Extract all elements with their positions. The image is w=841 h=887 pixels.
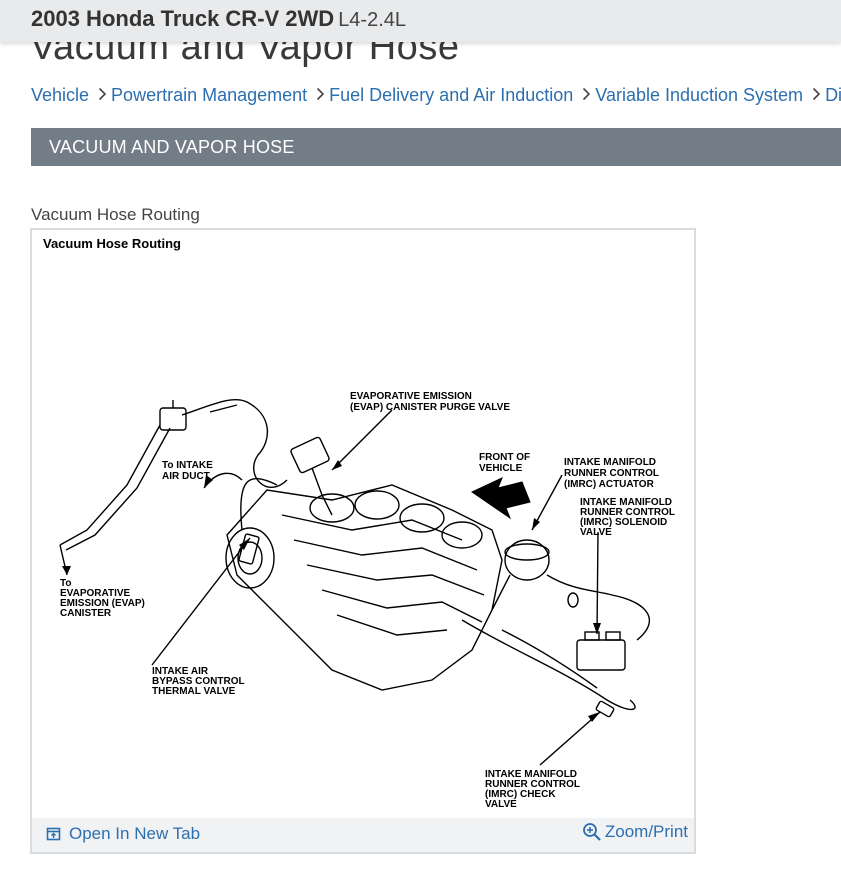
open-in-new-tab-label: Open In New Tab	[69, 824, 201, 843]
zoom-print-label: Zoom/Print	[604, 822, 688, 841]
chevron-right-icon	[98, 85, 107, 106]
magnifier-plus-icon	[582, 823, 601, 841]
label-imrc-check-valve: INTAKE MANIFOLD RUNNER CONTROL (IMRC) CH…	[485, 769, 583, 810]
label-imrc-solenoid-valve: INTAKE MANIFOLD RUNNER CONTROL (IMRC) SO…	[580, 497, 678, 538]
figure-caption: Vacuum Hose Routing	[31, 205, 200, 224]
engine-spec: L4-2.4L	[338, 9, 407, 31]
label-front-of-vehicle: FRONT OF VEHICLE	[479, 452, 533, 474]
zoom-print-button[interactable]: Zoom/Print	[582, 822, 688, 842]
breadcrumb-powertrain-management[interactable]: Powertrain Management	[111, 85, 308, 105]
chevron-right-icon	[316, 85, 325, 106]
open-in-new-tab-button[interactable]: Open In New Tab	[46, 824, 200, 844]
label-evap-canister: To EVAPORATIVE EMISSION (EVAP) CANISTER	[60, 578, 148, 619]
figure-frame: Vacuum Hose Routing	[30, 228, 696, 854]
front-arrow-icon	[470, 477, 531, 520]
label-intake-air-duct: To INTAKE AIR DUCT	[162, 460, 216, 482]
label-purge-valve: EVAPORATIVE EMISSION (EVAP) CANISTER PUR…	[350, 391, 510, 413]
open-new-tab-icon	[46, 827, 61, 841]
vehicle-name: 2003 Honda Truck CR-V 2WD	[31, 6, 335, 31]
breadcrumb: Vehicle Powertrain Management Fuel Deliver…	[31, 85, 841, 111]
chevron-right-icon	[812, 85, 821, 106]
vacuum-hose-diagram[interactable]: EVAPORATIVE EMISSION (EVAP) CANISTER PUR…	[32, 230, 694, 818]
breadcrumb-diagrams[interactable]: Dia	[825, 85, 841, 105]
breadcrumb-variable-induction-system[interactable]: Variable Induction System	[595, 85, 804, 105]
chevron-right-icon	[582, 85, 591, 106]
figure-footer: Open In New Tab Zoom/Print	[32, 818, 694, 852]
label-imrc-actuator: INTAKE MANIFOLD RUNNER CONTROL (IMRC) AC…	[564, 457, 662, 490]
section-title: VACUUM AND VAPOR HOSE	[49, 137, 295, 157]
label-bypass-thermal-valve: INTAKE AIR BYPASS CONTROL THERMAL VALVE	[152, 666, 247, 697]
breadcrumb-vehicle[interactable]: Vehicle	[31, 85, 90, 105]
breadcrumb-fuel-delivery[interactable]: Fuel Delivery and Air Induction	[329, 85, 574, 105]
figure-inner-title: Vacuum Hose Routing	[43, 236, 181, 251]
section-header: VACUUM AND VAPOR HOSE	[31, 128, 841, 166]
